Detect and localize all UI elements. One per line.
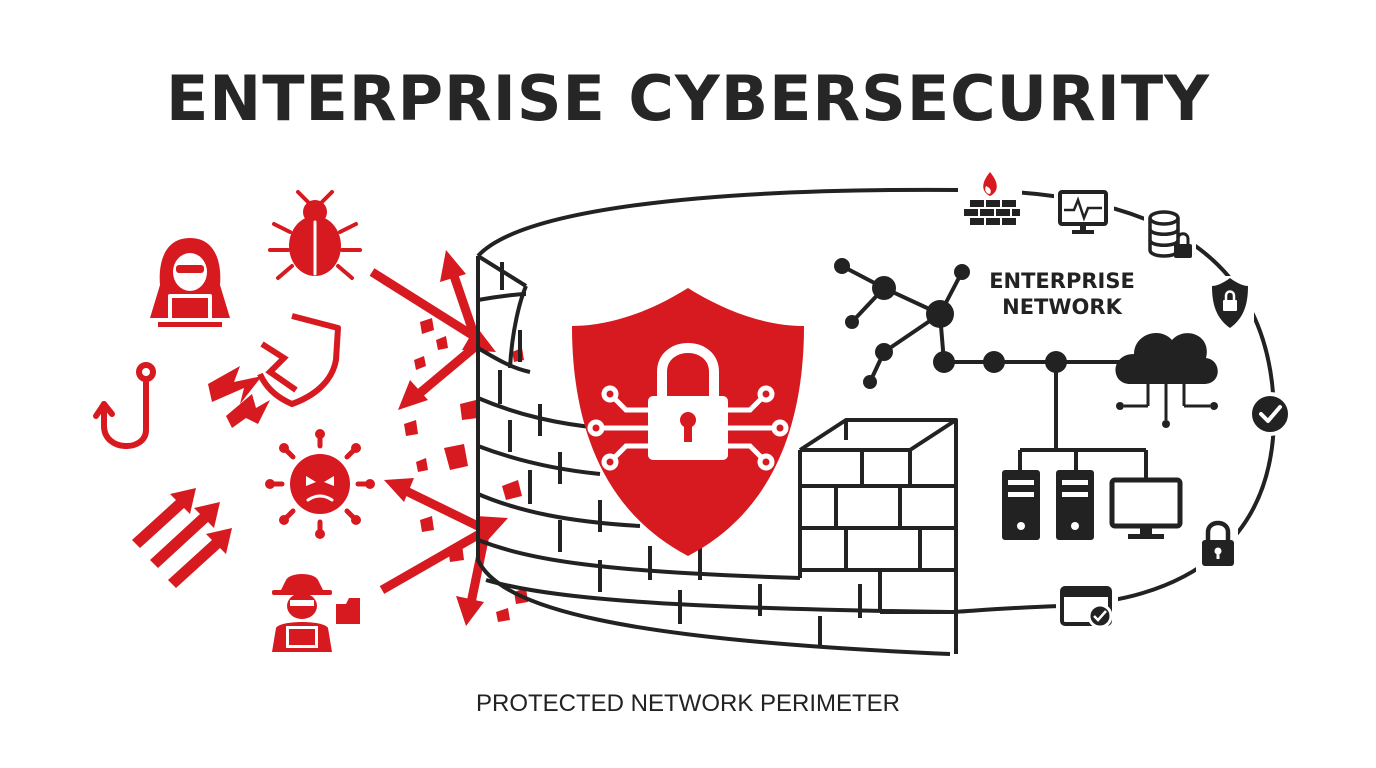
server-icon [1002,470,1040,540]
diagram-caption: PROTECTED NETWORK PERIMETER [475,690,901,717]
virus-icon [265,429,375,539]
server-icon [1056,470,1094,540]
cloud-icon [1115,332,1218,428]
database-lock-icon [1144,206,1196,262]
secure-window-icon [1056,582,1118,632]
checkmark-icon [1248,392,1292,436]
hacker-icon [150,238,230,327]
shield-lock-icon [1208,276,1254,332]
network-label-line2: NETWORK [1002,295,1122,319]
padlock-icon [1196,514,1238,572]
page-title: ENTERPRISE CYBERSECURITY [165,62,1211,135]
bug-icon [268,190,362,280]
shield-padlock-icon [572,288,804,556]
network-label-line1: ENTERPRISE [989,269,1135,293]
firewall-brick-wall [476,187,961,656]
spy-icon [272,574,360,652]
attack-arrows-icon [132,488,232,588]
wall-debris [404,318,528,622]
phishing-hook-icon [93,362,156,449]
broken-shield-icon [208,313,341,428]
monitor-icon [1054,184,1114,238]
firewall-icon [958,172,1022,228]
desktop-icon [1109,477,1183,539]
network-topology [834,258,1148,480]
incoming-attack-arrows [369,250,508,626]
